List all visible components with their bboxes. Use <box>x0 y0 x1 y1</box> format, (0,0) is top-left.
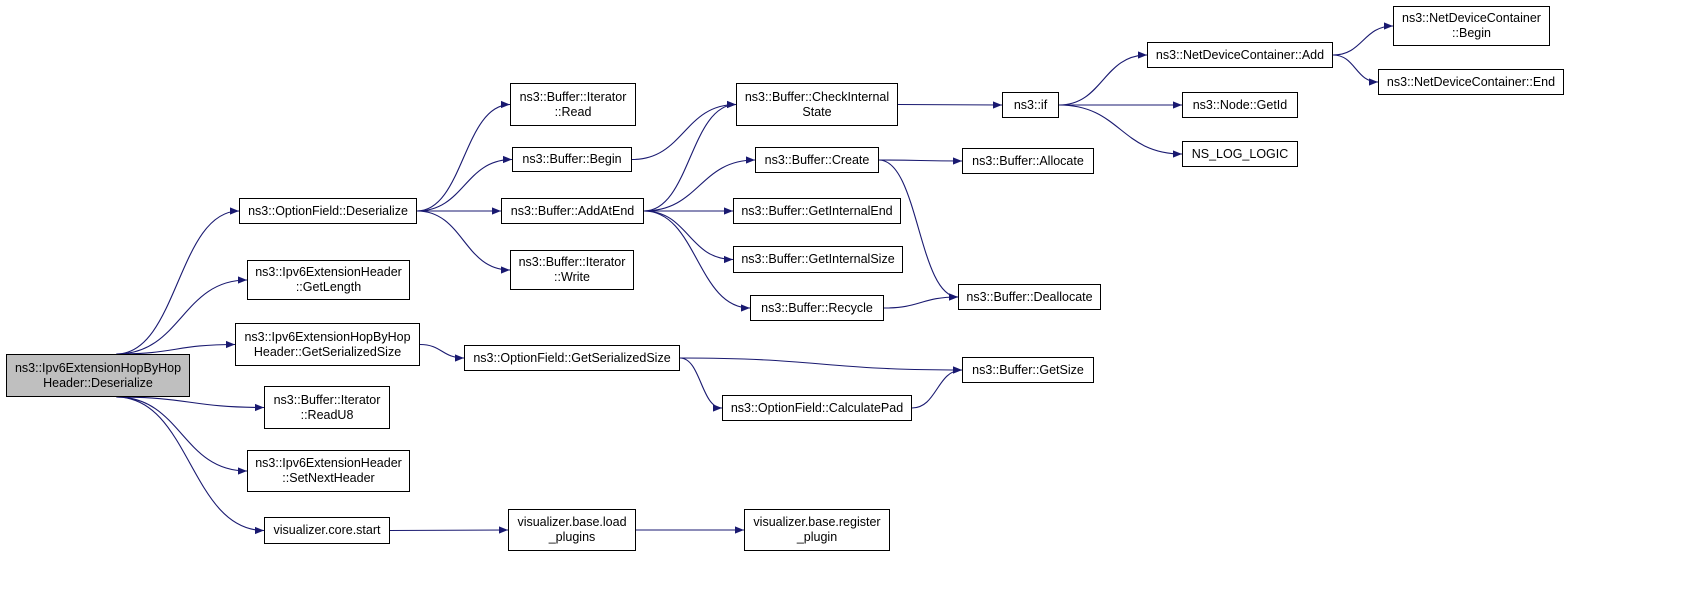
node-label-line: ns3::Ipv6ExtensionHeader <box>255 456 402 470</box>
node-label-line: visualizer.base.load <box>517 515 627 529</box>
node-label-line: ns3::Buffer::GetSize <box>972 362 1084 377</box>
node-label-line: Header::GetSerializedSize <box>253 344 402 359</box>
node-buf-getsize[interactable]: ns3::Buffer::GetSize <box>962 357 1094 383</box>
node-of-gss[interactable]: ns3::OptionField::GetSerializedSize <box>464 345 680 371</box>
node-label-line: ns3::Buffer::Create <box>764 152 870 167</box>
node-vis-start[interactable]: visualizer.core.start <box>264 517 390 544</box>
node-label-line: visualizer.core.start <box>273 523 381 537</box>
edge-buf-recycle-to-buf-deallocate <box>883 293 959 309</box>
node-it-write[interactable]: ns3::Buffer::Iterator::Write <box>510 250 634 290</box>
edge-buf-create-to-buf-deallocate <box>878 159 959 301</box>
edge-root-to-ext-getlen <box>116 276 248 355</box>
node-of-deser[interactable]: ns3::OptionField::Deserialize <box>239 198 417 224</box>
node-vis-load[interactable]: visualizer.base.load_plugins <box>508 509 636 551</box>
node-label-line: ns3::if <box>1013 97 1048 112</box>
node-buf-deallocate[interactable]: ns3::Buffer::Deallocate <box>958 284 1101 310</box>
node-ns3-if[interactable]: ns3::if <box>1002 92 1059 118</box>
node-label-line: ns3::Buffer::Iterator <box>519 89 627 104</box>
node-label-line: ns3::Node::GetId <box>1192 97 1288 112</box>
edge-buf-addatend-to-buf-recycle <box>643 210 751 312</box>
node-label-line: ::ReadU8 <box>300 407 354 422</box>
edge-root-to-hbh-gss <box>116 340 236 355</box>
node-label-line: visualizer.base.register <box>753 515 881 529</box>
node-label-line: ns3::Buffer::Iterator <box>518 255 626 269</box>
node-label-line: ns3::OptionField::Deserialize <box>248 203 408 218</box>
node-label-line: ::Write <box>554 270 590 284</box>
node-label-line: ns3::Buffer::CheckInternal <box>744 89 890 104</box>
node-label-line: Header::Deserialize <box>43 375 153 390</box>
node-label-line: ns3::NetDeviceContainer::End <box>1386 74 1556 89</box>
node-buf-create[interactable]: ns3::Buffer::Create <box>755 147 879 173</box>
edge-root-to-vis-start <box>116 396 265 535</box>
node-of-calcpad[interactable]: ns3::OptionField::CalculatePad <box>722 395 912 421</box>
node-label-line: _plugin <box>796 530 838 544</box>
edge-ndc-add-to-ndc-begin <box>1332 22 1394 56</box>
node-label-line: ns3::Ipv6ExtensionHopByHop <box>14 360 182 375</box>
edge-of-gss-to-of-calcpad <box>679 357 723 412</box>
edge-of-deser-to-it-read <box>416 100 511 212</box>
node-ns-log-logic[interactable]: NS_LOG_LOGIC <box>1182 141 1298 167</box>
node-label-line: NS_LOG_LOGIC <box>1191 146 1289 161</box>
node-label-line: ::SetNextHeader <box>282 471 375 485</box>
edge-of-deser-to-it-write <box>416 210 511 274</box>
node-label-line: ::Begin <box>1452 26 1491 40</box>
edge-root-to-it-readu8 <box>116 396 265 412</box>
node-ndc-end[interactable]: ns3::NetDeviceContainer::End <box>1378 69 1564 95</box>
node-label-line: ns3::Buffer::GetInternalSize <box>741 252 895 266</box>
edge-vis-start-to-vis-load <box>389 526 509 534</box>
node-label-line: ns3::NetDeviceContainer::Add <box>1155 47 1325 62</box>
edge-buf-addatend-to-buf-getsize-int <box>643 210 734 264</box>
node-label-line: ::GetLength <box>295 280 362 294</box>
node-label-line: _plugins <box>548 530 596 544</box>
edge-buf-addatend-to-buf-check <box>643 100 737 212</box>
edge-buf-create-to-buf-allocate <box>878 157 963 165</box>
node-vis-register[interactable]: visualizer.base.register_plugin <box>744 509 890 551</box>
node-buf-allocate[interactable]: ns3::Buffer::Allocate <box>962 148 1094 174</box>
edge-buf-check-to-ns3-if <box>897 101 1003 109</box>
edge-of-deser-to-buf-begin <box>416 155 513 212</box>
edge-root-to-ext-setnext <box>116 396 248 475</box>
edge-buf-begin-to-buf-check <box>631 100 737 161</box>
node-label-line: ns3::Buffer::Allocate <box>972 153 1084 168</box>
node-ext-setnext[interactable]: ns3::Ipv6ExtensionHeader::SetNextHeader <box>247 450 410 492</box>
node-label-line: ns3::Buffer::Recycle <box>761 300 873 315</box>
node-label-line: ns3::OptionField::GetSerializedSize <box>473 350 671 365</box>
node-buf-recycle[interactable]: ns3::Buffer::Recycle <box>750 295 884 321</box>
node-label-line: ns3::OptionField::CalculatePad <box>730 400 904 415</box>
node-ndc-begin[interactable]: ns3::NetDeviceContainer::Begin <box>1393 6 1550 46</box>
node-node-getid[interactable]: ns3::Node::GetId <box>1182 92 1298 118</box>
edge-ns3-if-to-ns-log-logic <box>1058 104 1183 158</box>
node-buf-addatend[interactable]: ns3::Buffer::AddAtEnd <box>501 198 644 224</box>
node-buf-getsize-int[interactable]: ns3::Buffer::GetInternalSize <box>733 246 903 273</box>
node-label-line: ::Read <box>554 104 592 119</box>
edge-ndc-add-to-ndc-end <box>1332 54 1379 86</box>
node-ndc-add[interactable]: ns3::NetDeviceContainer::Add <box>1147 42 1333 68</box>
node-label-line: ns3::NetDeviceContainer <box>1402 11 1541 25</box>
node-label-line: ns3::Ipv6ExtensionHopByHop <box>244 329 411 344</box>
edge-hbh-gss-to-of-gss <box>419 343 465 362</box>
node-ext-getlen[interactable]: ns3::Ipv6ExtensionHeader::GetLength <box>247 260 410 300</box>
node-label-line: ns3::Buffer::Begin <box>522 152 622 166</box>
node-label-line: ns3::Buffer::AddAtEnd <box>510 203 635 218</box>
edge-root-to-of-deser <box>116 207 240 355</box>
node-label-line: State <box>802 104 832 119</box>
node-label-line: ns3::Buffer::Deallocate <box>966 289 1093 304</box>
edge-ns3-if-to-ndc-add <box>1058 51 1148 106</box>
edge-of-gss-to-buf-getsize <box>679 357 963 374</box>
node-label-line: ns3::Buffer::GetInternalEnd <box>741 203 893 218</box>
node-buf-begin[interactable]: ns3::Buffer::Begin <box>512 147 632 172</box>
edge-of-calcpad-to-buf-getsize <box>911 366 963 409</box>
node-it-read[interactable]: ns3::Buffer::Iterator::Read <box>510 83 636 126</box>
node-label-line: ns3::Ipv6ExtensionHeader <box>255 265 402 279</box>
node-it-readu8[interactable]: ns3::Buffer::Iterator::ReadU8 <box>264 386 390 429</box>
node-buf-getend[interactable]: ns3::Buffer::GetInternalEnd <box>733 198 901 224</box>
edge-buf-addatend-to-buf-create <box>643 156 756 212</box>
node-label-line: ns3::Buffer::Iterator <box>273 392 381 407</box>
